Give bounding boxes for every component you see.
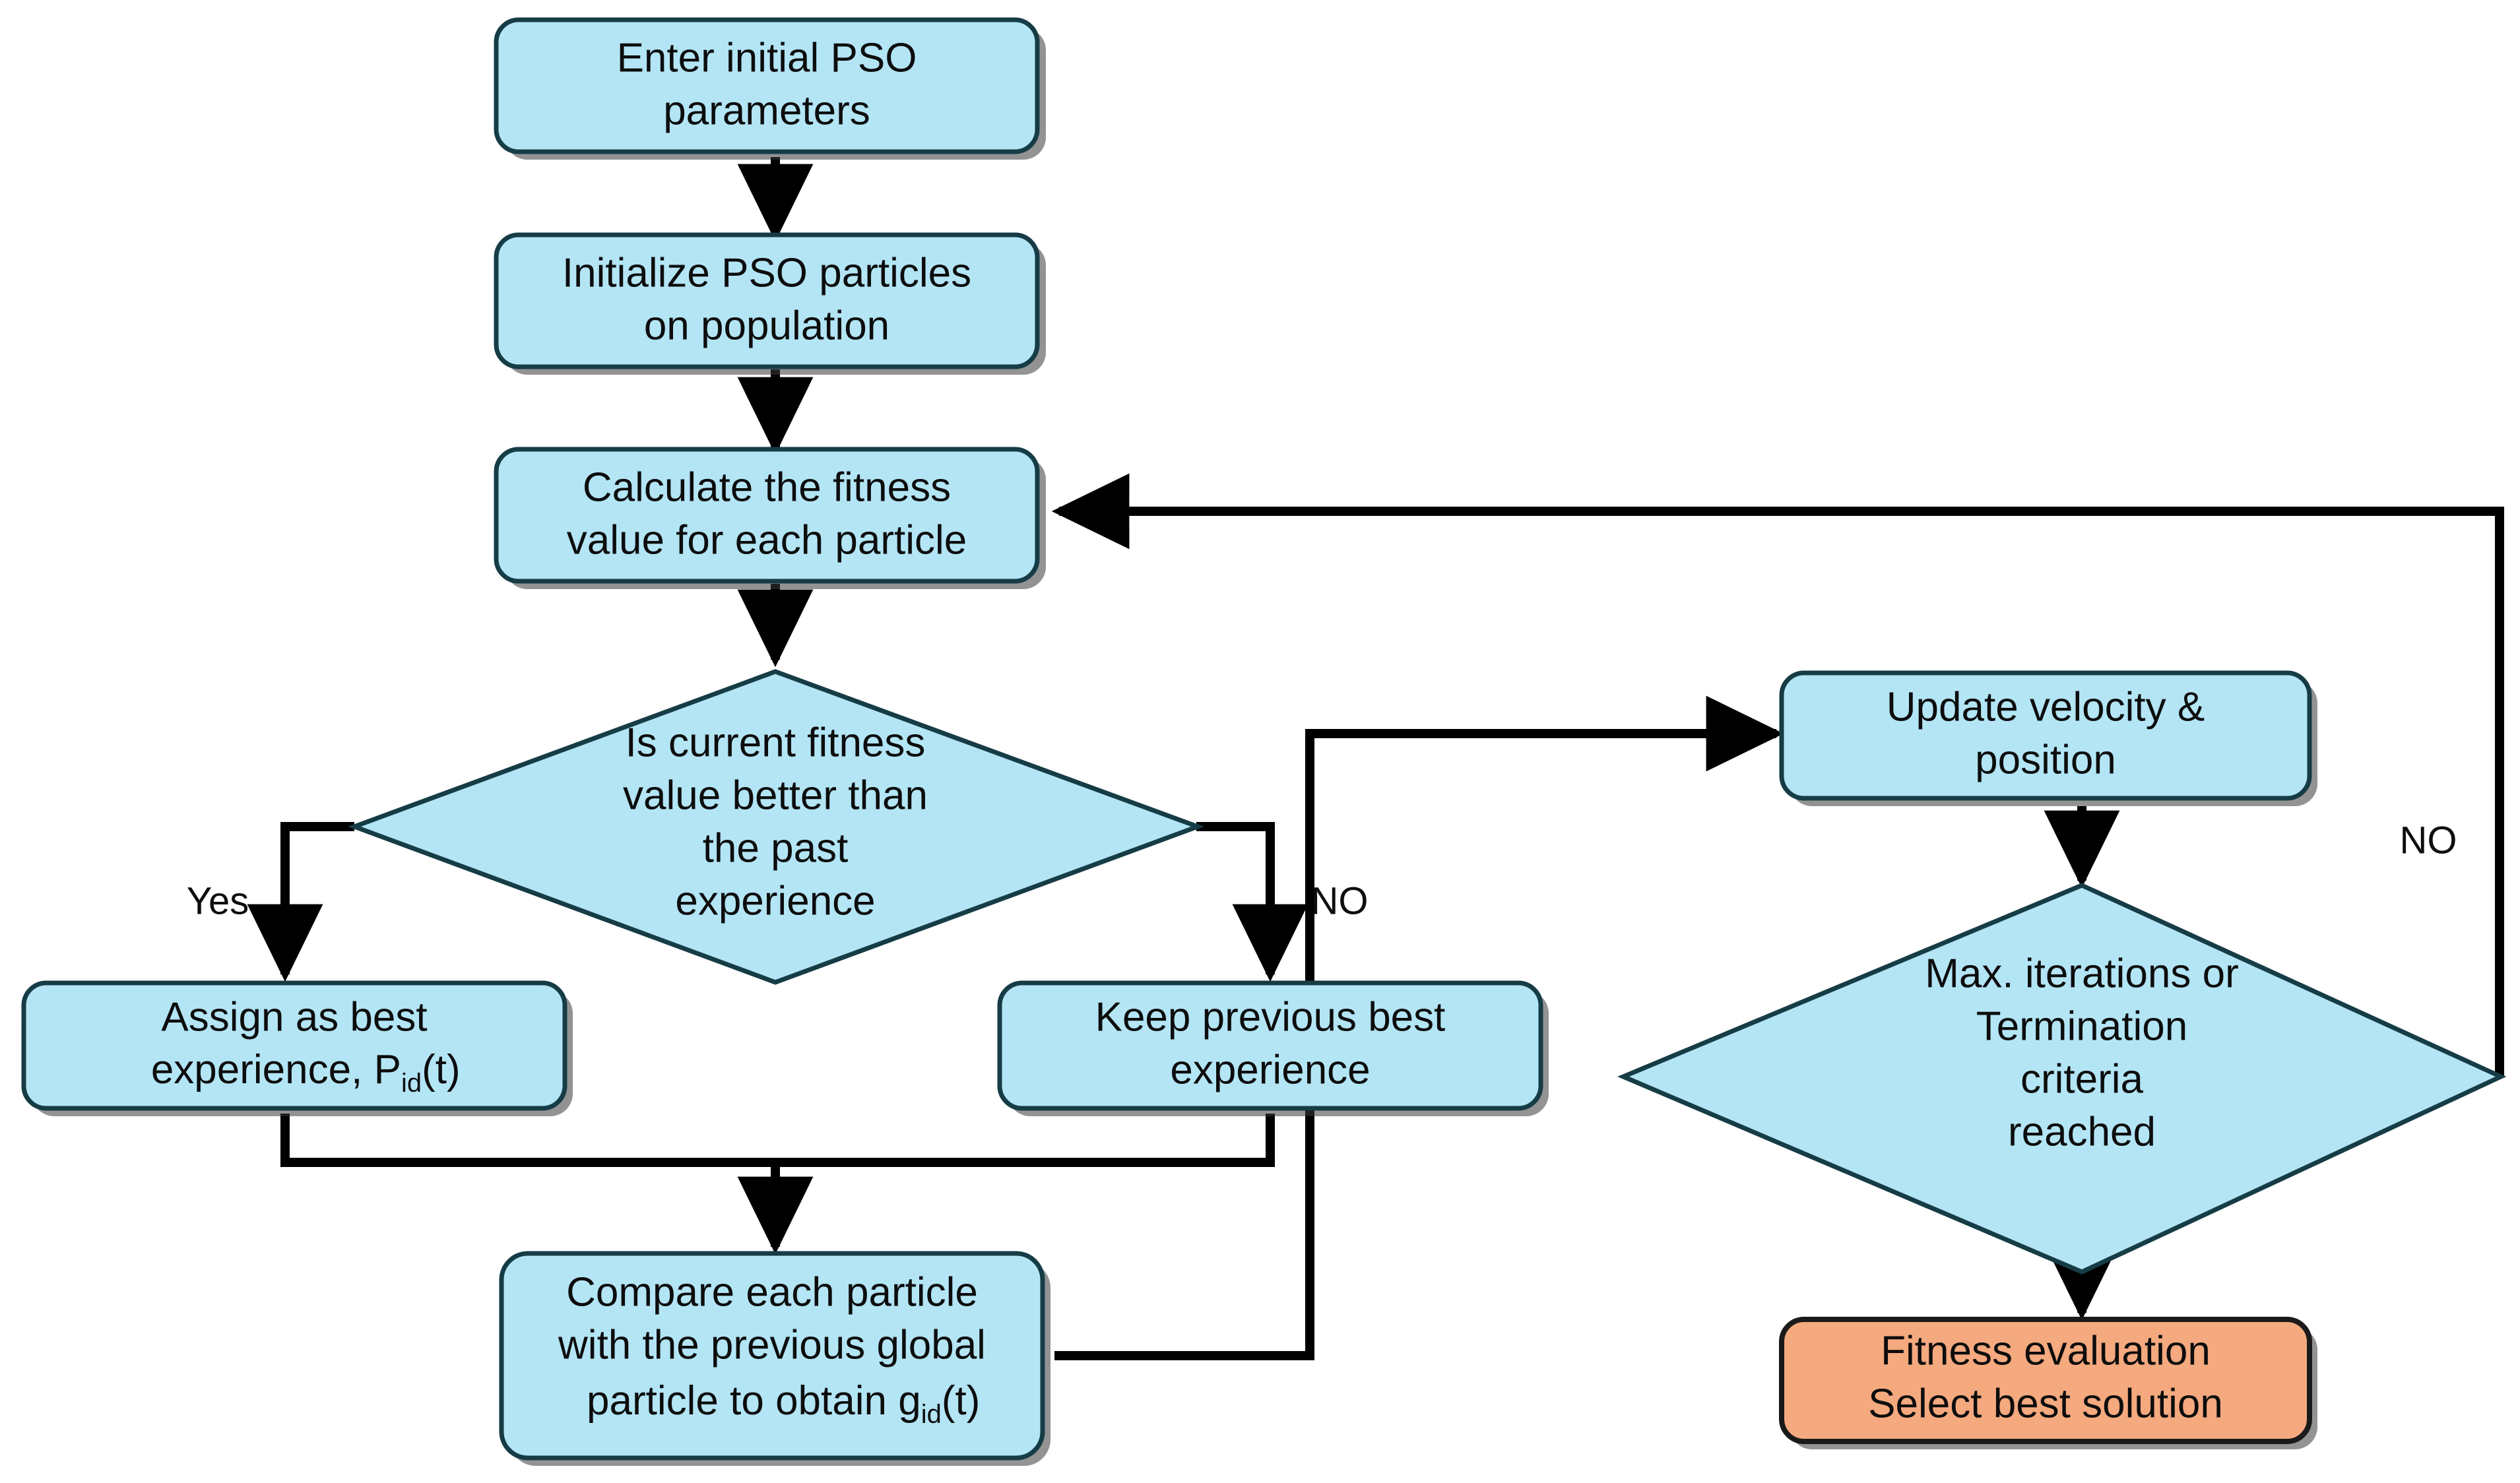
fitness-decision-line-3: the past (703, 825, 849, 871)
termination-decision-line-2: Termination (1976, 1003, 2187, 1049)
update-velocity-line-2: position (1975, 737, 2116, 782)
termination-decision-line-3: criteria (2020, 1056, 2144, 1102)
node-update-velocity[interactable]: Update velocity & position (1779, 670, 2317, 806)
update-velocity-line-1: Update velocity & (1887, 684, 2205, 730)
enter-params-line-1: Enter initial PSO (617, 35, 917, 80)
fitness-decision-line-1: Is current fitness (626, 720, 926, 765)
compare-global-line-2: with the previous global (558, 1322, 986, 1368)
calculate-fitness-shape[interactable] (494, 447, 1040, 584)
edge-decision-no-to-keep (1196, 822, 1308, 982)
node-enter-params[interactable]: Enter initial PSO parameters (494, 17, 1046, 160)
node-calculate-fitness[interactable]: Calculate the fitness value for each par… (494, 447, 1046, 589)
assign-best-line-1: Assign as best (161, 994, 427, 1040)
assign-best-subscript: id (401, 1069, 422, 1098)
compare-global-shape[interactable] (499, 1251, 1045, 1461)
compare-global-line-1: Compare each particle (566, 1269, 978, 1315)
edge-termination-no-loopback (1051, 473, 2504, 1077)
calculate-fitness-line-1: Calculate the fitness (583, 464, 951, 510)
node-compare-global[interactable]: Compare each particle with the previous … (484, 1251, 1060, 1466)
keep-previous-shape[interactable] (997, 980, 1543, 1111)
termination-decision-line-1: Max. iterations or (1925, 951, 2239, 996)
fitness-evaluation-shape[interactable] (1779, 1317, 2312, 1444)
fitness-decision-line-4: experience (675, 878, 875, 924)
compare-global-line-3-prefix: particle to obtain g (587, 1378, 921, 1424)
node-initialize-particles[interactable]: Initialize PSO particles on population (494, 232, 1046, 375)
edge-label-no-loopback: NO (2400, 819, 2457, 862)
node-fitness-decision[interactable]: Is current fitness value better than the… (347, 669, 1205, 985)
fitness-decision-line-2: value better than (623, 773, 928, 818)
initialize-particles-line-2: on population (644, 303, 889, 348)
enter-params-line-2: parameters (663, 88, 870, 133)
node-termination-decision[interactable]: Max. iterations or Termination criteria … (1617, 883, 2507, 1275)
initialize-particles-line-1: Initialize PSO particles (562, 250, 971, 296)
compare-global-subscript: id (921, 1400, 942, 1429)
assign-best-line-2: experience, Pid(t) (49, 1047, 540, 1097)
edge-label-no-branch: NO (1311, 879, 1369, 922)
calculate-fitness-line-2: value for each particle (567, 517, 967, 563)
compare-global-line-3: particle to obtain gid(t) (484, 1378, 1060, 1428)
update-velocity-shape[interactable] (1779, 670, 2312, 801)
initialize-particles-shape[interactable] (494, 232, 1040, 369)
fitness-evaluation-line-1: Fitness evaluation (1881, 1328, 2211, 1373)
assign-best-line-2-prefix: experience, P (151, 1047, 401, 1092)
node-keep-previous[interactable]: Keep previous best experience (997, 980, 1549, 1116)
fitness-decision-shape[interactable] (347, 669, 1205, 985)
assign-best-line-2-suffix: (t) (422, 1047, 461, 1092)
enter-params-shape[interactable] (494, 17, 1040, 154)
node-fitness-evaluation[interactable]: Fitness evaluation Select best solution (1779, 1317, 2317, 1449)
keep-previous-line-2: experience (1170, 1047, 1370, 1092)
compare-global-line-3-suffix: (t) (942, 1378, 981, 1424)
termination-decision-line-4: reached (2008, 1109, 2156, 1154)
fitness-evaluation-line-2: Select best solution (1868, 1381, 2223, 1426)
edge-label-yes: Yes (187, 879, 249, 922)
connectors (247, 157, 2504, 1360)
node-assign-best[interactable]: Assign as best experience, Pid(t) (21, 980, 573, 1116)
termination-decision-shape[interactable] (1617, 883, 2507, 1275)
edge-decision-yes-to-assign (247, 822, 354, 982)
keep-previous-line-1: Keep previous best (1095, 994, 1446, 1040)
assign-best-shape[interactable] (21, 980, 567, 1111)
